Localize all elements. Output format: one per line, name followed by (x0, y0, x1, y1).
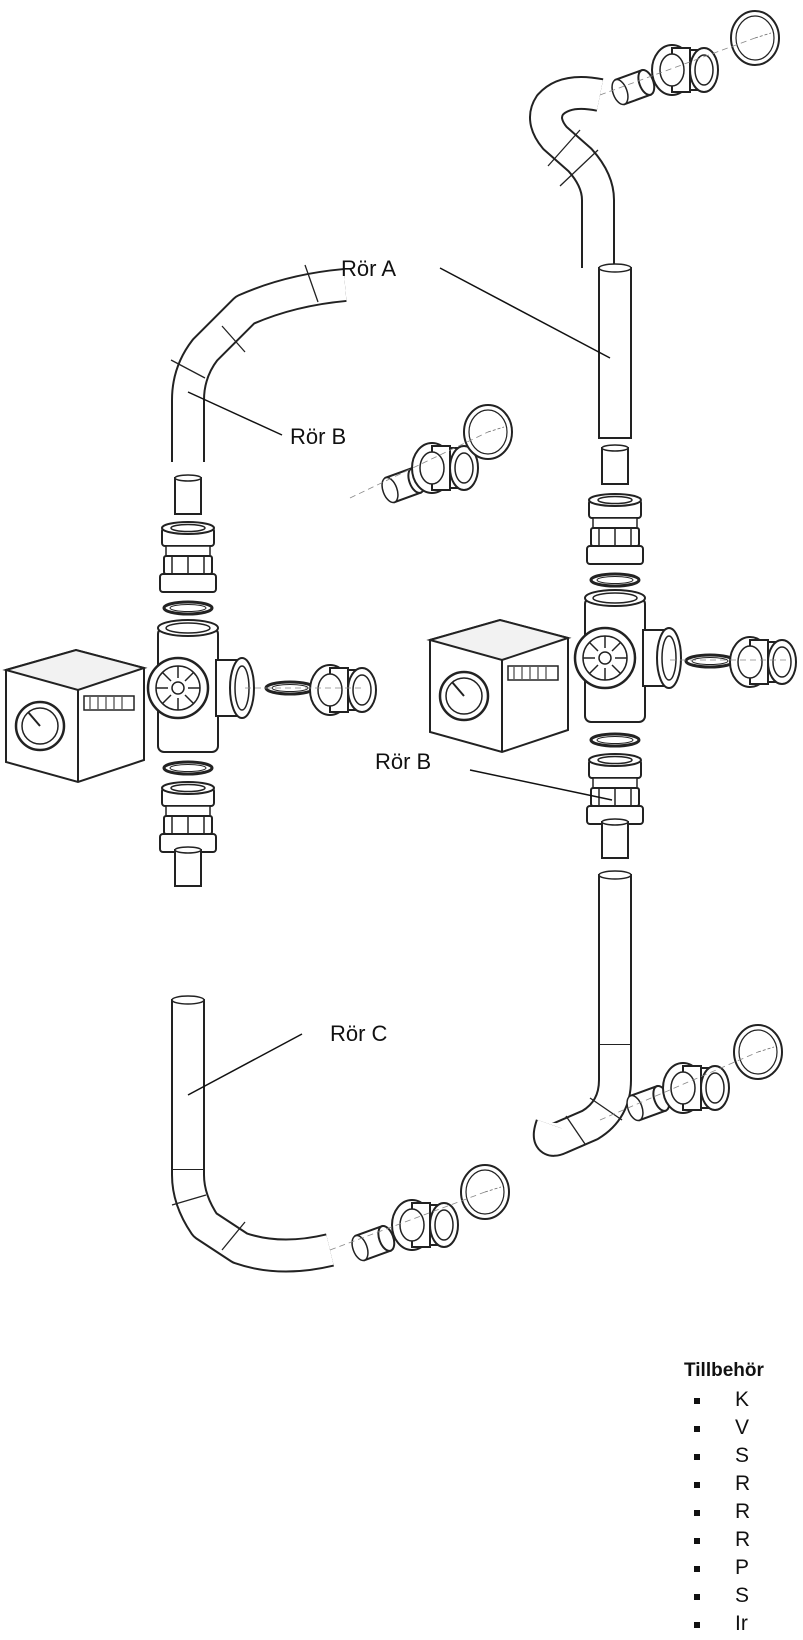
list-item: S (693, 1584, 749, 1612)
left-actuator (4, 648, 146, 784)
leader-pipe-b-right (469, 769, 613, 801)
accessories-title: Tillbehör (684, 1360, 764, 1381)
leader-pipe-a (439, 267, 611, 359)
list-item: P (693, 1556, 749, 1584)
label-pipe-c: Rör C (330, 1021, 388, 1046)
label-pipe-b-left: Rör B (290, 424, 347, 449)
label-pipe-a: Rör A (341, 256, 397, 281)
union-a-top (651, 44, 719, 96)
list-item: Ir (693, 1612, 748, 1640)
list-item: S (693, 1444, 749, 1472)
accessories-list: K V S R R R P S Ir (693, 1388, 750, 1640)
leader-pipe-b-left (187, 391, 283, 436)
left-assembly (4, 264, 513, 1273)
right-actuator (428, 618, 570, 754)
exploded-pipe-diagram (4, 10, 797, 1273)
label-pipe-b-right: Rör B (375, 749, 432, 774)
leader-pipe-c (187, 1033, 303, 1096)
list-item: R (693, 1472, 750, 1500)
list-item: R (693, 1528, 750, 1556)
sleeve-a-top (607, 66, 659, 108)
list-item: V (693, 1416, 749, 1444)
list-item: R (693, 1500, 750, 1528)
right-assembly (428, 10, 797, 1157)
list-item: K (693, 1388, 749, 1416)
